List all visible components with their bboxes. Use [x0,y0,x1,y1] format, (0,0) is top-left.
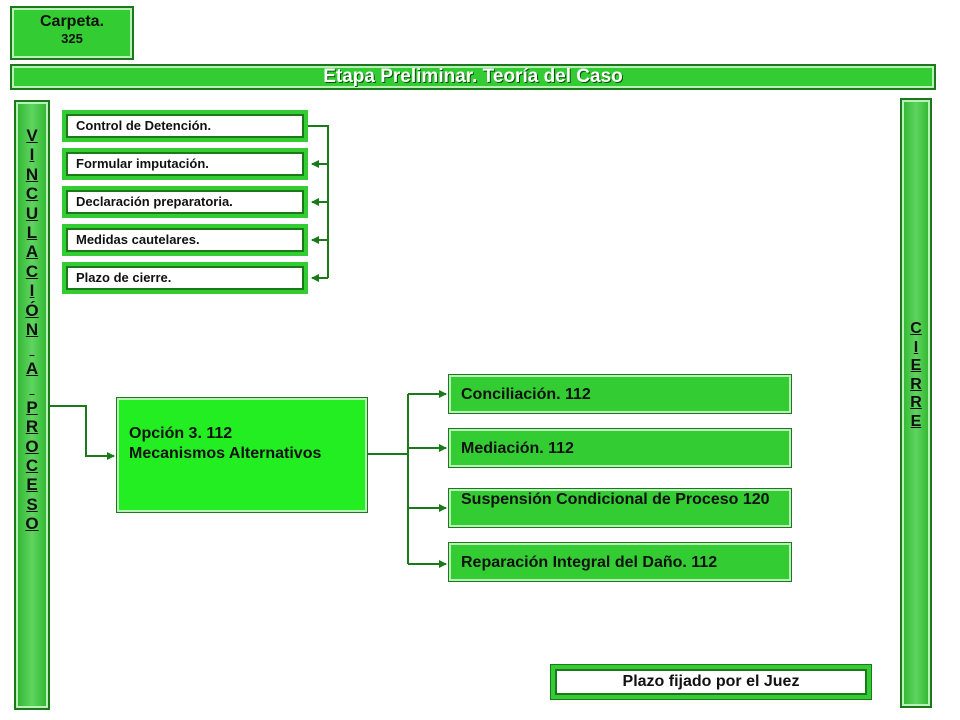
carpeta-label: Carpeta. [39,13,105,30]
vinculacion-letter: E [26,475,38,495]
step-label: Medidas cautelares. [66,228,304,252]
vinculacion-letter: S [26,494,38,514]
cierre-letter: R [910,394,922,411]
cierre-letter: I [913,338,919,356]
vinculacion-letter: N [25,320,39,340]
carpeta-number: 325 [61,31,83,46]
opcion-line2: Mecanismos Alternativos [129,445,322,462]
plazo-juez-label: Plazo fijado por el Juez [555,669,867,695]
vinculacion-letter: I [29,281,35,301]
vinculacion-letter: C [25,261,39,281]
vinculacion-letter: N [25,164,39,184]
vinculacion-letter: C [25,184,39,204]
mechanism-suspension-condicional: Suspensión Condicional de Proceso 120 [448,488,792,528]
step-label: Plazo de cierre. [66,266,304,290]
cierre-letter: E [910,357,922,374]
vinculacion-letter: A [25,358,39,378]
stage-title-banner: Etapa Preliminar. Teoría del Caso [10,64,936,90]
vinculacion-letter: V [26,126,38,145]
mechanism-reparacion-integral: Reparación Integral del Daño. 112 [448,542,792,582]
vinculacion-letter [16,378,48,397]
vinculacion-letter: P [26,397,38,417]
step-label: Control de Detención. [66,114,304,138]
cierre-letter: C [910,320,922,337]
mechanism-conciliacion: Conciliación. 112 [448,374,792,414]
vinculacion-letter: R [25,417,39,437]
vinculacion-letter: Ó [25,300,39,320]
cierre-letter: R [910,375,922,393]
step-plazo-cierre: Plazo de cierre. [62,262,308,294]
vinculacion-letter: L [26,223,38,243]
vinculacion-letter: I [29,145,35,165]
vinculacion-letter: O [25,514,39,534]
vinculacion-letter: O [25,436,39,456]
step-label: Formular imputación. [66,152,304,176]
plazo-juez-box: Plazo fijado por el Juez [550,664,872,700]
opcion-line1: Opción 3. 112 [129,425,233,442]
carpeta-box: Carpeta. 325 [10,6,134,60]
step-label: Declaración preparatoria. [66,190,304,214]
mechanism-mediacion: Mediación. 112 [448,428,792,468]
step-declaracion-preparatoria: Declaración preparatoria. [62,186,308,218]
vinculacion-letter: U [25,203,39,223]
vinculacion-letter: A [25,242,39,262]
vinculacion-letter [16,339,48,358]
opcion-mecanismos-box: Opción 3. 112 Mecanismos Alternativos [116,397,368,513]
step-medidas-cautelares: Medidas cautelares. [62,224,308,256]
step-formular-imputacion: Formular imputación. [62,148,308,180]
step-control-detencion: Control de Detención. [62,110,308,142]
vinculacion-letter: C [25,455,39,475]
cierre-letter: E [910,412,922,430]
